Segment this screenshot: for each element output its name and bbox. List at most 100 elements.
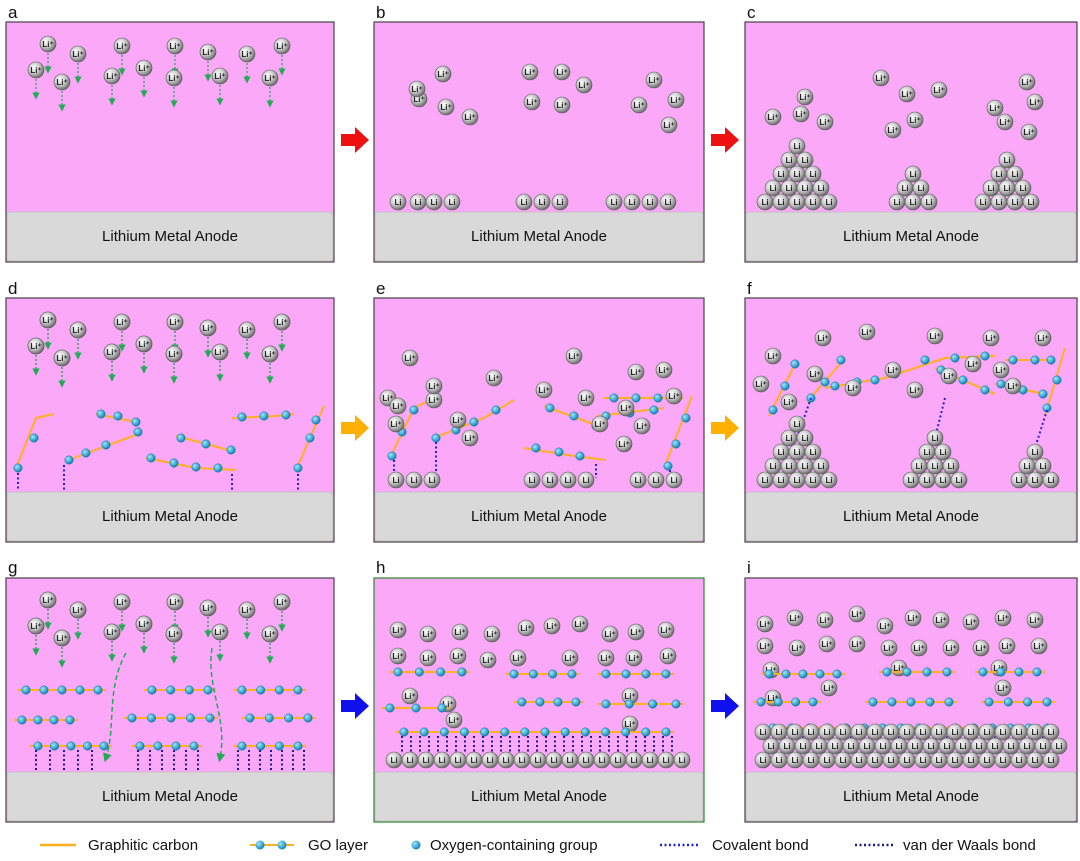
li-atom: Li <box>788 443 806 461</box>
li-atom-label: Li <box>793 476 800 485</box>
li-ion-label: Li⁺ <box>202 48 213 57</box>
oxygen-group <box>176 433 186 443</box>
li-atom: Li <box>942 457 960 475</box>
li-ion-label: Li⁺ <box>404 692 415 701</box>
li-atom-label: Li <box>999 728 1006 737</box>
li-ion-label: Li⁺ <box>202 604 213 613</box>
li-atom-label: Li <box>582 756 589 765</box>
li-ion-label: Li⁺ <box>30 66 41 75</box>
li-atom: Li <box>665 471 683 489</box>
li-ion-label: Li⁺ <box>106 628 117 637</box>
li-atom-label: Li <box>769 184 776 193</box>
li-ion-label: Li⁺ <box>580 394 591 403</box>
li-atom: Li <box>417 751 435 769</box>
li-atom-label: Li <box>759 756 766 765</box>
li-ion-label: Li⁺ <box>594 420 605 429</box>
go-layer <box>14 715 78 725</box>
li-atom: Li <box>850 751 868 769</box>
li-ion: Li⁺ <box>39 35 57 53</box>
li-ion: Li⁺ <box>625 649 643 667</box>
li-atom-label: Li <box>1039 462 1046 471</box>
li-ion: Li⁺ <box>387 415 405 433</box>
li-atom: Li <box>561 751 579 769</box>
li-atom: Li <box>788 165 806 183</box>
li-ion: Li⁺ <box>389 647 407 665</box>
li-ion: Li⁺ <box>27 337 45 355</box>
li-ion-label: Li⁺ <box>929 332 940 341</box>
li-atom: Li <box>1014 179 1032 197</box>
li-ion: Li⁺ <box>994 609 1012 627</box>
li-ion-label: Li⁺ <box>967 360 978 369</box>
go-layer <box>879 667 955 677</box>
li-ion-label: Li⁺ <box>106 72 117 81</box>
li-atom: Li <box>898 751 916 769</box>
li-ion-label: Li⁺ <box>264 74 275 83</box>
li-ion: Li⁺ <box>434 65 452 83</box>
panel-h: Lithium Metal AnodeLi⁺Li⁺Li⁺Li⁺Li⁺Li⁺Li⁺… <box>373 577 705 823</box>
li-atom-label: Li <box>903 756 910 765</box>
li-ion-label: Li⁺ <box>202 324 213 333</box>
li-ion-label: Li⁺ <box>168 630 179 639</box>
oxygen-group <box>984 697 994 707</box>
li-atom-label: Li <box>769 462 776 471</box>
li-atom-label: Li <box>831 742 838 751</box>
li-ion-label: Li⁺ <box>985 334 996 343</box>
li-atom: Li <box>914 723 932 741</box>
li-atom-label: Li <box>817 462 824 471</box>
li-atom: Li <box>609 751 627 769</box>
li-ion: Li⁺ <box>575 76 593 94</box>
li-atom: Li <box>818 723 836 741</box>
li-atom: Li <box>978 723 996 741</box>
oxygen-group <box>781 669 791 679</box>
anode-label: Lithium Metal Anode <box>471 228 607 245</box>
oxygen-group <box>439 727 449 737</box>
li-atom: Li <box>882 723 900 741</box>
oxygen-group <box>17 715 27 725</box>
oxygen-group <box>113 411 123 421</box>
li-atom-label: Li <box>678 756 685 765</box>
oxygen-group <box>431 433 441 443</box>
li-atom-label: Li <box>438 756 445 765</box>
li-atom: Li <box>1042 471 1060 489</box>
oxygen-group <box>33 715 43 725</box>
li-atom: Li <box>497 751 515 769</box>
li-atom-label: Li <box>801 184 808 193</box>
li-atom: Li <box>772 165 790 183</box>
li-ion: Li⁺ <box>485 369 503 387</box>
li-ion: Li⁺ <box>425 377 443 395</box>
li-atom: Li <box>577 471 595 489</box>
li-ion: Li⁺ <box>780 393 798 411</box>
li-atom-label: Li <box>394 198 401 207</box>
li-atom-label: Li <box>995 170 1002 179</box>
li-ion: Li⁺ <box>238 601 256 619</box>
li-atom-label: Li <box>1023 462 1030 471</box>
li-atom: Li <box>954 737 972 755</box>
li-atom: Li <box>898 723 916 741</box>
li-atom-label: Li <box>871 728 878 737</box>
go-layer <box>1042 347 1066 417</box>
go-layer <box>514 697 584 707</box>
li-ion-label: Li⁺ <box>620 404 631 413</box>
oxygen-group <box>387 451 397 461</box>
li-atom-label: Li <box>538 198 545 207</box>
li-atom: Li <box>593 751 611 769</box>
li-atom: Li <box>902 471 920 489</box>
li-ion: Li⁺ <box>1020 123 1038 141</box>
li-ion-label: Li⁺ <box>454 628 465 637</box>
li-ion-label: Li⁺ <box>488 374 499 383</box>
li-atom-label: Li <box>652 476 659 485</box>
oxygen-group <box>460 727 469 737</box>
li-atom-label: Li <box>817 184 824 193</box>
li-ion-label: Li⁺ <box>482 656 493 665</box>
oxygen-group <box>50 741 59 751</box>
li-ion: Li⁺ <box>261 69 279 87</box>
li-ion: Li⁺ <box>994 679 1012 697</box>
li-atom: Li <box>533 193 551 211</box>
transition-arrow <box>341 693 369 719</box>
oxygen-group <box>1032 667 1042 677</box>
li-atom: Li <box>545 751 563 769</box>
li-atom: Li <box>1042 723 1060 741</box>
oxygen-group <box>33 741 43 751</box>
li-atom-label: Li <box>1027 198 1034 207</box>
li-atom: Li <box>754 723 772 741</box>
